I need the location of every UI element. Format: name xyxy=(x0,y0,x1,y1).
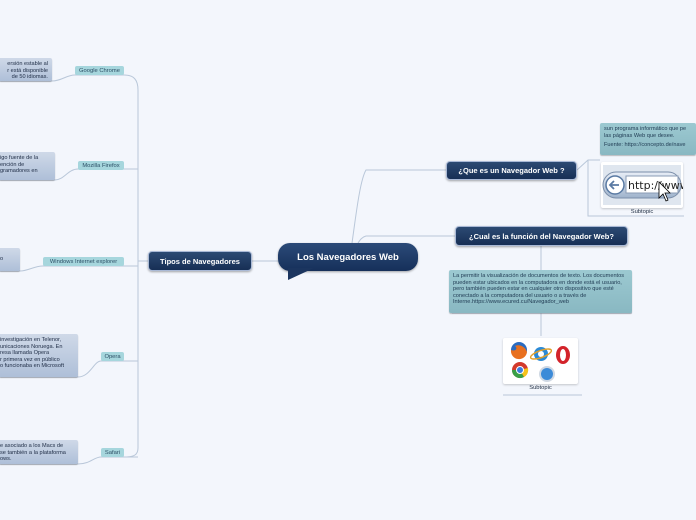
note-line: ersión estable al xyxy=(7,61,48,67)
note-line: e asociado a los Macs de xyxy=(0,443,64,449)
central-topic-callout-tail xyxy=(288,268,314,280)
note-safari[interactable]: e asociado a los Macs de se también a la… xyxy=(0,440,78,464)
topic-tipos-navegadores[interactable]: Tipos de Navegadores xyxy=(148,251,252,271)
url-bar-text: http://www. xyxy=(628,179,683,192)
note-que-es-text: sun programa informático que pe las pági… xyxy=(604,126,687,139)
cursor-icon xyxy=(658,181,671,202)
note-line: o funcionaba en Microsoft xyxy=(0,363,65,370)
topic-funcion-navegador[interactable]: ¿Cual es la función del Navegador Web? xyxy=(455,226,628,246)
chrome-icon xyxy=(511,362,529,379)
subtopic-mozilla-firefox[interactable]: Mozilla Firefox xyxy=(78,161,124,170)
topic-que-es-navegador[interactable]: ¿Que es un Navegador Web ? xyxy=(446,161,577,180)
image-browser-logos[interactable]: Subtopic xyxy=(503,338,578,391)
subtopic-internet-explorer-label: Windows Internet explorer xyxy=(49,258,118,265)
image-browser-logos-caption: Subtopic xyxy=(529,385,552,391)
subtopic-google-chrome-label: Google Chrome xyxy=(79,67,120,74)
subtopic-mozilla-firefox-label: Mozilla Firefox xyxy=(82,162,120,169)
subtopic-opera[interactable]: Opera xyxy=(101,352,124,361)
note-line: r primera vez en público xyxy=(0,356,60,363)
note-line: igo fuente de la xyxy=(0,155,39,161)
note-line: ención de xyxy=(0,161,25,168)
firefox-icon xyxy=(510,342,527,360)
note-mozilla-firefox[interactable]: igo fuente de la ención de gramadores en xyxy=(0,152,55,180)
url-bar-illustration: http://www. xyxy=(602,165,691,205)
note-line: investigación en Telenor, xyxy=(0,337,62,343)
subtopic-opera-label: Opera xyxy=(104,353,121,360)
note-internet-explorer[interactable]: o xyxy=(0,248,20,271)
subtopic-google-chrome[interactable]: Google Chrome xyxy=(75,66,124,75)
note-line: gramadores en xyxy=(0,168,38,175)
topic-tipos-label: Tipos de Navegadores xyxy=(160,256,240,266)
browser-logos-illustration xyxy=(510,342,570,382)
topic-que-es-label: ¿Que es un Navegador Web ? xyxy=(458,166,565,175)
subtopic-safari[interactable]: Safari xyxy=(101,448,124,457)
note-line: resa llamada Opera xyxy=(0,350,50,357)
note-google-chrome[interactable]: ersión estable al r está disponible de 5… xyxy=(0,58,52,81)
note-line: o xyxy=(0,256,4,263)
note-line: ows. xyxy=(0,456,12,463)
topic-funcion-label: ¿Cual es la función del Navegador Web? xyxy=(469,231,614,241)
note-funcion[interactable]: La permitir la visualización de document… xyxy=(449,270,632,313)
note-line: unicaciones Noruega. En xyxy=(0,343,63,350)
internet-explorer-icon xyxy=(529,347,553,361)
note-opera[interactable]: investigación en Telenor, unicaciones No… xyxy=(0,334,78,377)
note-funcion-text: La permitir la visualización de document… xyxy=(453,273,625,306)
opera-icon xyxy=(556,346,570,364)
note-que-es[interactable]: sun programa informático que pe las pági… xyxy=(600,123,696,155)
note-que-es-source: Fuente: https://concepto.de/nave xyxy=(604,142,686,149)
safari-icon xyxy=(539,366,555,382)
image-url-bar[interactable]: http://www. Subtopic xyxy=(601,162,691,215)
central-topic-label: Los Navegadores Web xyxy=(297,251,399,263)
note-line: de 50 idiomas. xyxy=(11,74,48,81)
subtopic-safari-label: Safari xyxy=(104,449,121,456)
central-topic[interactable]: Los Navegadores Web xyxy=(278,243,418,271)
image-url-bar-caption: Subtopic xyxy=(630,209,654,215)
note-line: se también a la plataforma xyxy=(0,449,66,456)
subtopic-internet-explorer[interactable]: Windows Internet explorer xyxy=(43,257,124,266)
note-line: r está disponible xyxy=(7,67,48,74)
